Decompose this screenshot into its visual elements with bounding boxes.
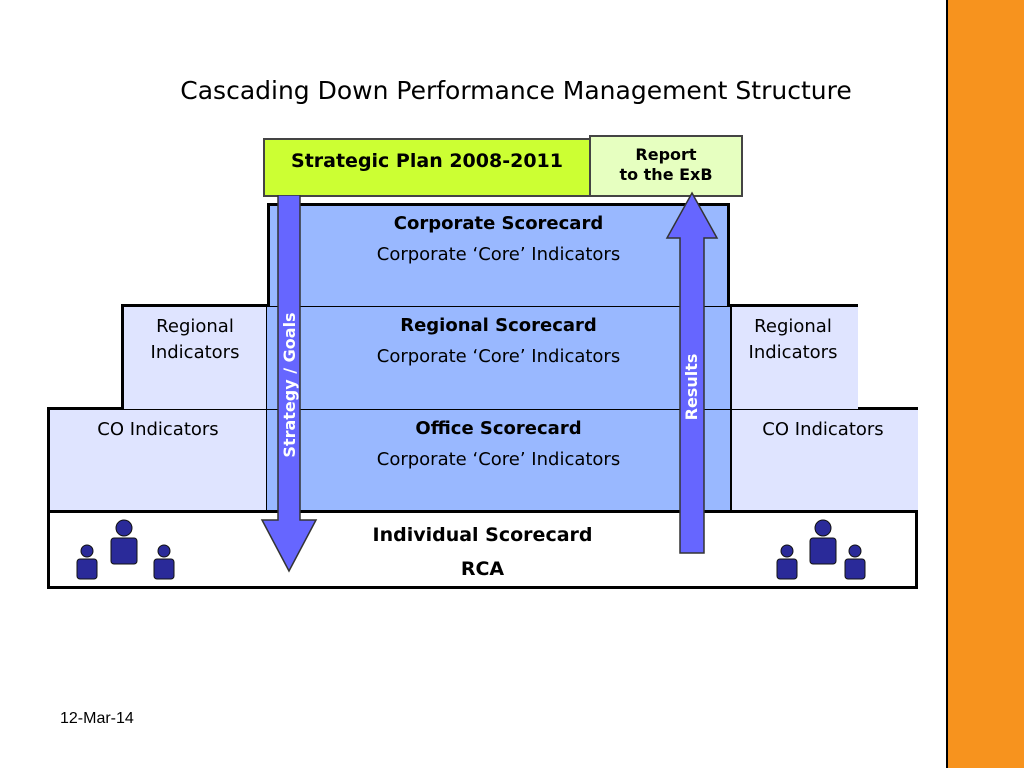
office-scorecard-text: Office Scorecard Corporate ‘Core’ Indica… [267,418,730,470]
regional-scorecard-subtitle: Corporate ‘Core’ Indicators [376,346,621,367]
side-accent-bar [946,0,1024,768]
individual-scorecard-title: Individual Scorecard [372,524,593,546]
regional-indicators-left: Regional Indicators [150,316,240,363]
strategic-plan-box: Strategic Plan 2008-2011 [263,138,591,197]
people-group-icon [776,519,866,580]
regional-center-cell [267,306,730,409]
office-scorecard-title: Office Scorecard [415,418,582,439]
corporate-scorecard-title: Corporate Scorecard [393,213,604,234]
individual-scorecard-subtitle: RCA [460,558,505,580]
slide-title: Cascading Down Performance Management St… [180,76,852,105]
regional-indicators-right: Regional Indicators [748,316,838,363]
results-label: Results [682,353,701,421]
corporate-scorecard-subtitle: Corporate ‘Core’ Indicators [376,244,621,265]
report-line2: to the ExB [619,165,713,184]
strategy-goals-label: Strategy / Goals [280,312,299,458]
corporate-scorecard-text: Corporate Scorecard Corporate ‘Core’ Ind… [267,213,730,265]
individual-tier [47,510,918,589]
individual-scorecard-text: Individual Scorecard RCA [47,518,918,586]
corporate-tier [267,203,730,306]
results-up-arrow [665,191,719,554]
office-scorecard-subtitle: Corporate ‘Core’ Indicators [376,449,621,470]
people-group-icon [76,519,175,580]
strategy-down-arrow [260,195,318,573]
regional-tier [121,304,858,409]
report-line1: Report [635,145,697,164]
office-tier [47,407,918,512]
slide-date: 12-Mar-14 [60,710,134,727]
co-indicators-left: CO Indicators [97,419,219,440]
report-box: Report to the ExB [589,135,743,197]
regional-scorecard-title: Regional Scorecard [400,315,597,336]
co-indicators-right: CO Indicators [762,419,884,440]
regional-scorecard-text: Regional Scorecard Corporate ‘Core’ Indi… [267,315,730,367]
office-center-cell [267,409,730,510]
